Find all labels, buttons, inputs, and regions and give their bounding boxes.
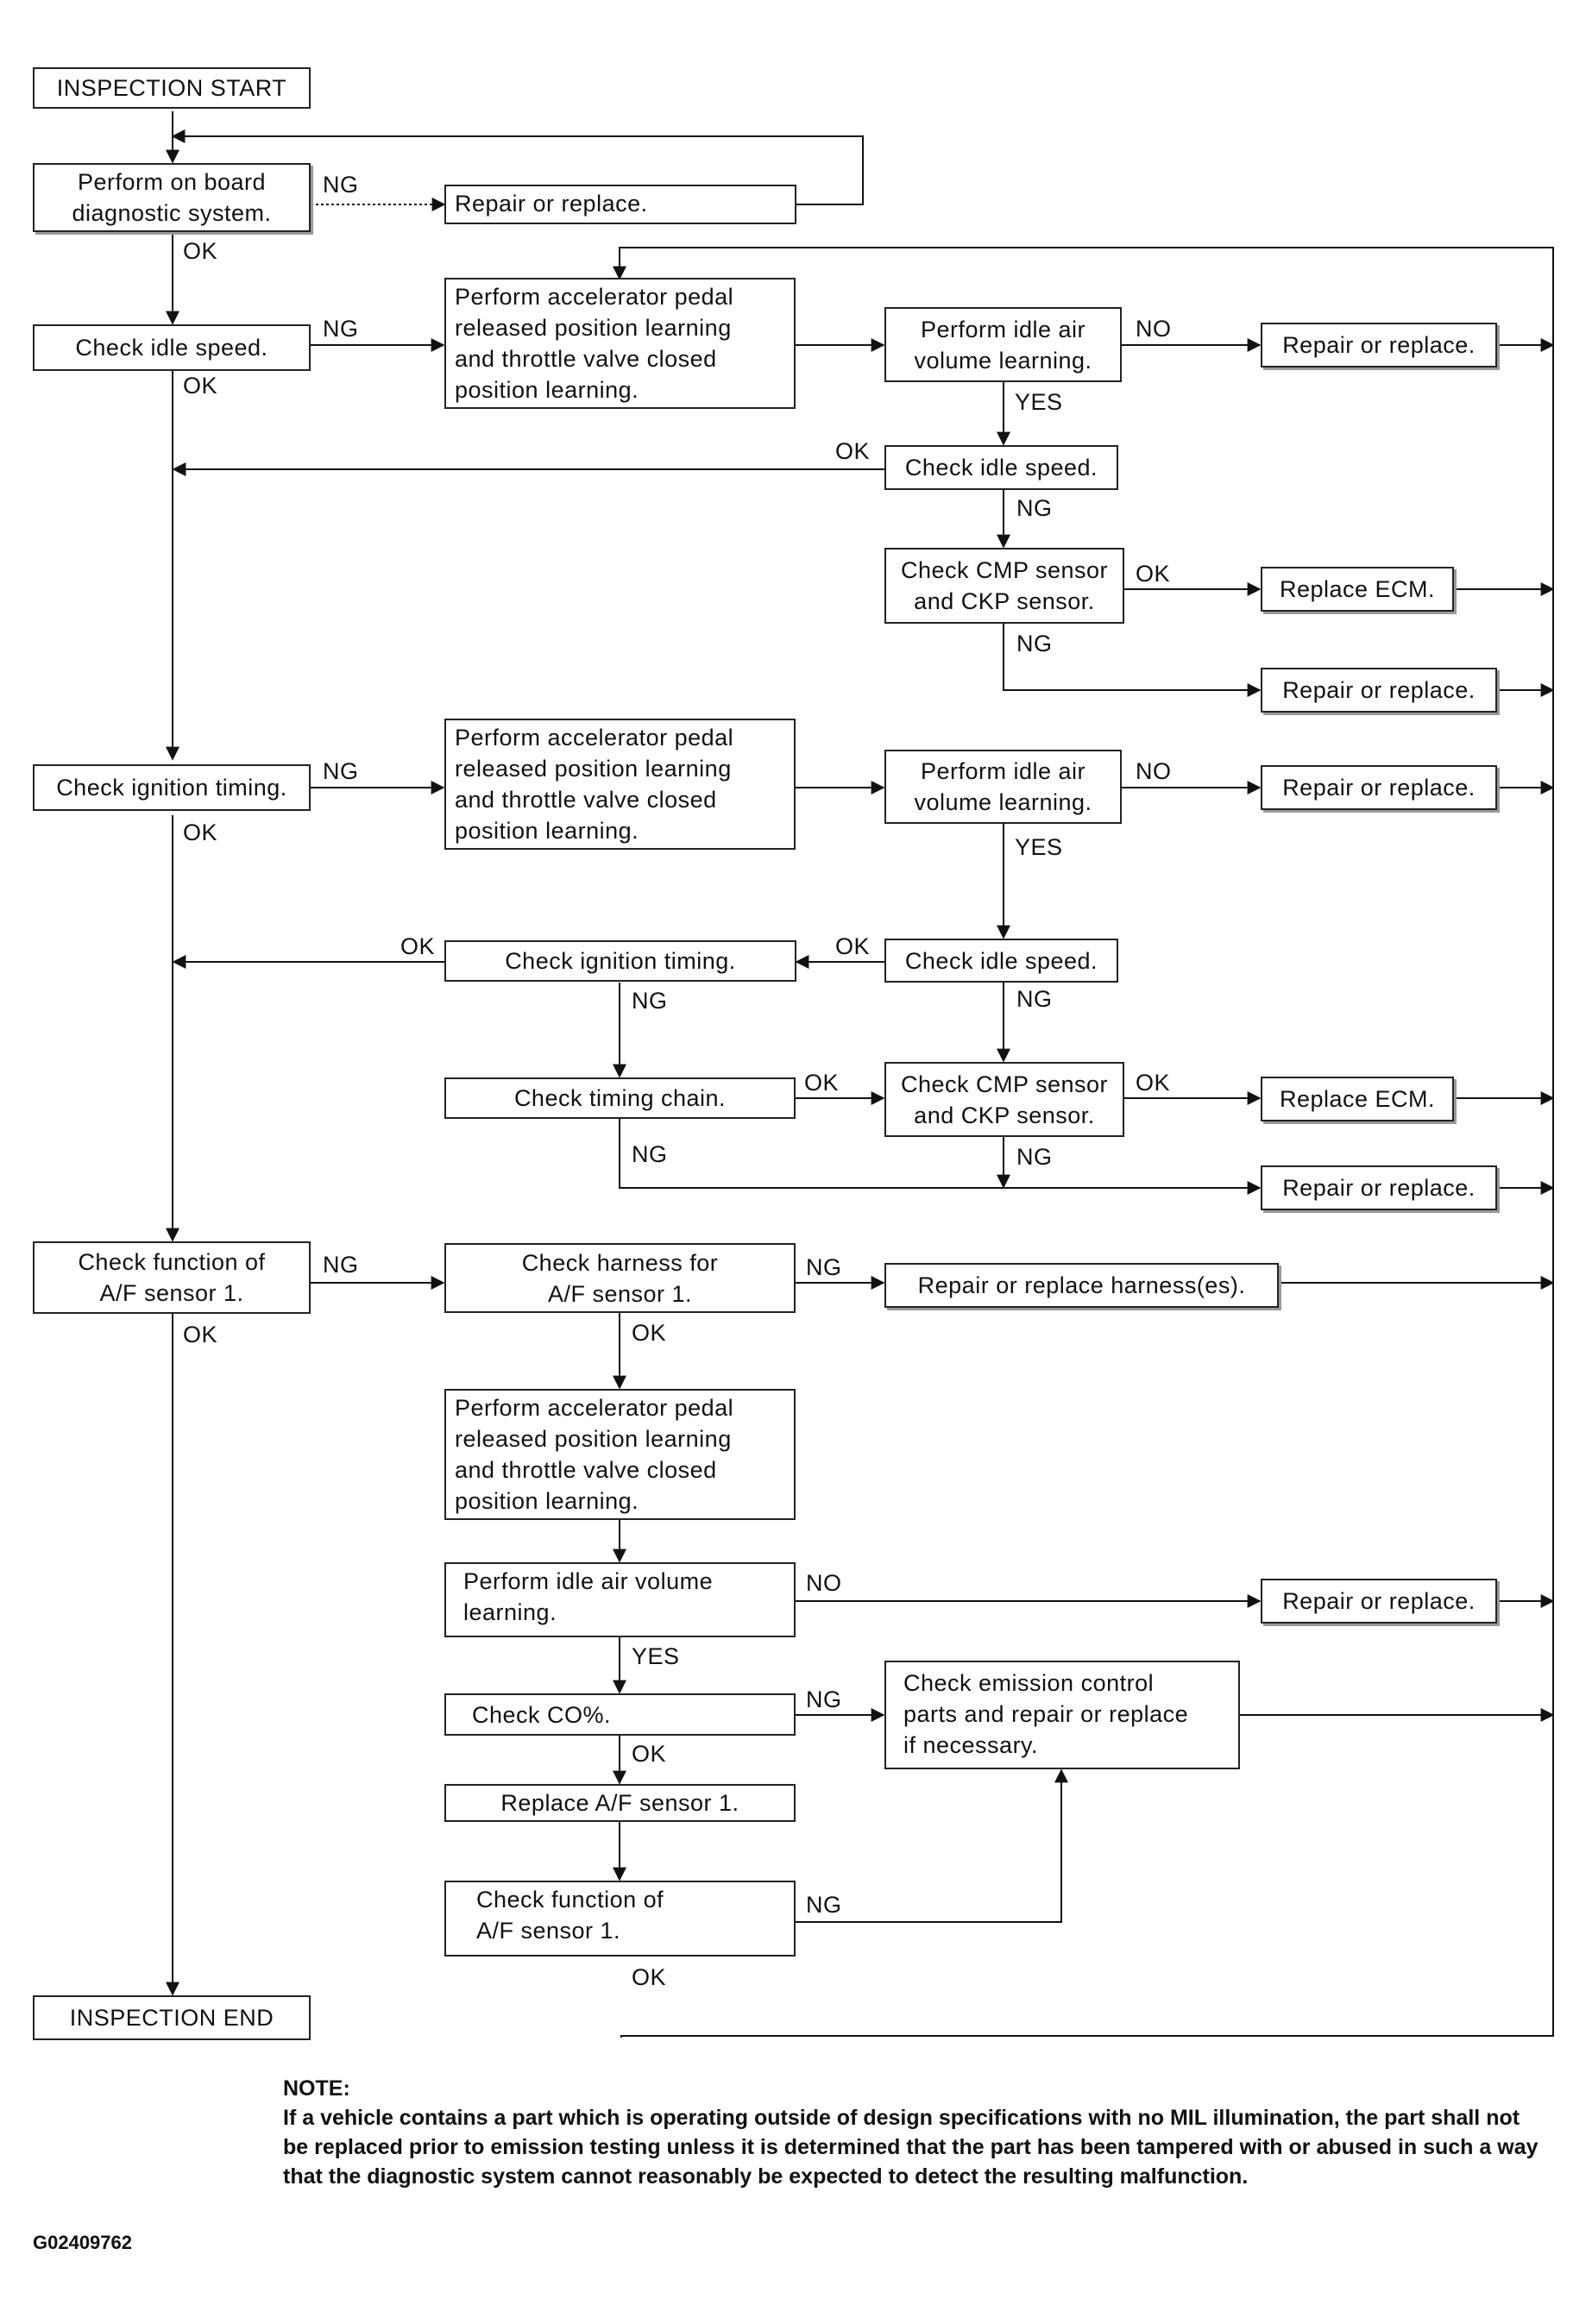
ok-label: OK (183, 373, 218, 399)
check-idle-box-2: Check idle speed. (884, 445, 1118, 490)
ok-label: OK (1136, 561, 1171, 587)
check-idle-box: Check idle speed. (33, 324, 311, 371)
ok-label: OK (804, 1070, 840, 1096)
learning-box-1: Perform accelerator pedal released posit… (444, 278, 796, 409)
yes-label: YES (1015, 389, 1063, 415)
connector (171, 129, 864, 205)
ng-label: NG (806, 1254, 842, 1280)
repair-box-1: Repair or replace. (1261, 323, 1497, 367)
repair-box-5: Repair or replace. (1261, 1579, 1497, 1624)
ng-label: NG (806, 1892, 842, 1918)
connector (1003, 624, 1262, 697)
note-text: If a vehicle contains a part which is op… (283, 2106, 1539, 2189)
ng-label: NG (632, 988, 668, 1014)
repair-obd-box: Repair or replace. (444, 185, 796, 224)
idle-air-box-3: Perform idle air volume learning. (444, 1562, 796, 1637)
connector (613, 247, 1554, 2038)
ok-label: OK (400, 933, 436, 959)
replace-ecm-box-1: Replace ECM. (1261, 567, 1454, 612)
ng-label: NG (806, 1686, 842, 1712)
cmp-ckp-box-1: Check CMP sensor and CKP sensor. (884, 548, 1124, 624)
yes-label: YES (1015, 834, 1063, 860)
figure-id: G02409762 (33, 2232, 132, 2253)
connector (796, 1768, 1068, 1923)
ok-label: OK (183, 1322, 218, 1347)
harness-box: Check harness for A/F sensor 1. (444, 1243, 796, 1313)
emission-control-box: Check emission control parts and repair … (884, 1661, 1240, 1769)
ng-label: NG (632, 1141, 668, 1167)
idle-air-box-2: Perform idle air volume learning. (884, 750, 1122, 824)
obd-box: Perform on board diagnostic system. (33, 163, 311, 232)
no-label: NO (806, 1570, 842, 1596)
af-sensor-check-box-2: Check function of A/F sensor 1. (444, 1881, 796, 1957)
yes-label: YES (632, 1643, 680, 1669)
check-ignition-box: Check ignition timing. (33, 764, 311, 811)
cmp-ckp-box-2: Check CMP sensor and CKP sensor. (884, 1062, 1124, 1137)
learning-box-3: Perform accelerator pedal released posit… (444, 1389, 796, 1520)
inspection-end-box: INSPECTION END (33, 1995, 311, 2040)
connector (619, 1119, 1262, 1195)
ng-label: NG (1016, 986, 1053, 1012)
ok-label: OK (183, 238, 218, 264)
ng-label: NG (1016, 495, 1053, 521)
ok-label: OK (632, 1320, 667, 1346)
ng-label: NG (323, 172, 359, 198)
ok-label: OK (1136, 1070, 1171, 1096)
check-idle-box-3: Check idle speed. (884, 939, 1118, 983)
check-co-box: Check CO%. (444, 1693, 796, 1736)
no-label: NO (1136, 758, 1172, 784)
repair-box-2: Repair or replace. (1261, 668, 1497, 713)
repair-harness-box: Repair or replace harness(es). (884, 1263, 1279, 1308)
inspection-start-box: INSPECTION START (33, 67, 311, 109)
timing-chain-box: Check timing chain. (444, 1077, 796, 1119)
ok-label: OK (183, 820, 218, 845)
ng-label: NG (1016, 631, 1053, 656)
idle-air-box-1: Perform idle air volume learning. (884, 307, 1122, 382)
note-block: NOTE: If a vehicle contains a part which… (283, 2074, 1543, 2191)
ng-label: NG (323, 316, 359, 342)
replace-af-sensor-box: Replace A/F sensor 1. (444, 1784, 796, 1822)
note-heading: NOTE: (283, 2076, 350, 2101)
replace-ecm-box-2: Replace ECM. (1261, 1077, 1454, 1121)
ok-label: OK (632, 1741, 667, 1767)
ok-label: OK (632, 1964, 667, 1990)
ng-label: NG (323, 1252, 359, 1278)
ok-label: OK (835, 438, 871, 464)
af-sensor-check-box: Check function of A/F sensor 1. (33, 1241, 311, 1314)
ng-label: NG (1016, 1144, 1053, 1170)
ng-label: NG (323, 758, 359, 784)
repair-box-3: Repair or replace. (1261, 765, 1497, 810)
repair-box-4: Repair or replace. (1261, 1165, 1497, 1210)
check-ignition-box-2: Check ignition timing. (444, 940, 796, 982)
learning-box-2: Perform accelerator pedal released posit… (444, 719, 796, 850)
no-label: NO (1136, 316, 1172, 342)
ok-label: OK (835, 933, 871, 959)
